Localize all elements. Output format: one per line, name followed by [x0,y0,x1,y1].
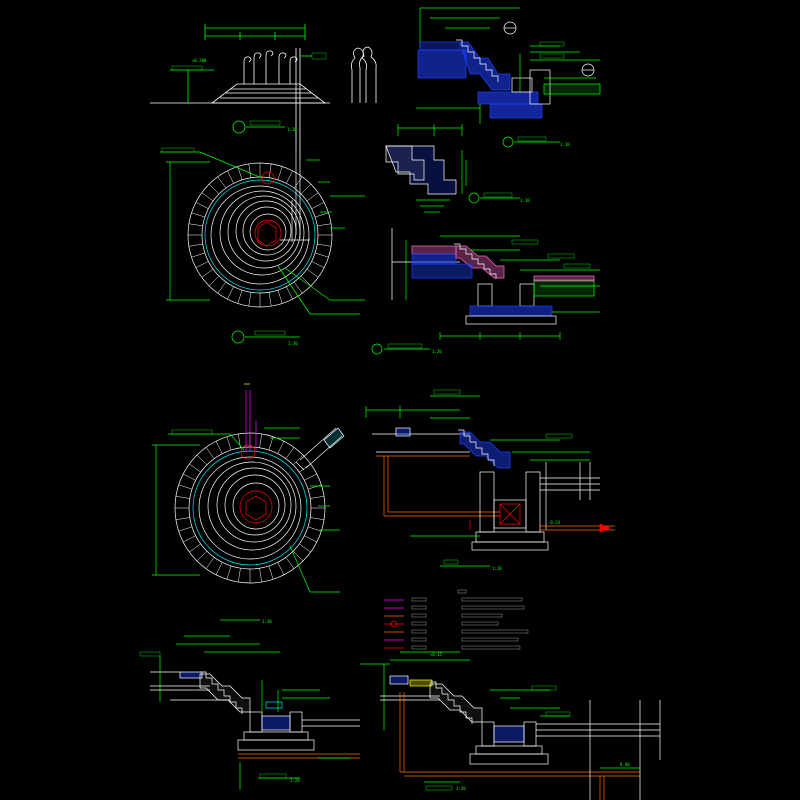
elevation-label: +0.15 [430,652,443,657]
coping-joint-line [311,261,325,268]
fountain-plan-piping [152,383,345,621]
elevation-label: 0.00 [620,762,630,767]
pipe-legend [384,589,529,650]
coping-joint-line [268,565,274,580]
coping-joint-line [277,290,283,304]
coping-joint-line [227,170,234,184]
coping-joint-line [306,268,319,278]
coping-joint-line [208,275,220,287]
elevation-label: -0.24 [548,520,561,525]
fountain-plan-top [160,147,365,344]
coping-joint-line [227,286,234,300]
coping-joint-line [201,192,214,202]
coping-joint-line [268,292,272,307]
coping-joint-line [248,163,252,178]
coping-joint-line [178,526,193,532]
coping-joint-line [189,463,201,473]
coping-joint-line [307,526,322,532]
coping-joint-line [292,454,304,466]
coping-joint-line [300,275,312,287]
coping-joint-line [201,268,214,278]
coping-joint-line [311,202,325,209]
coping-joint-line [317,243,332,247]
coping-joint-line [188,243,203,247]
coping-joint-line [259,568,262,583]
piping-section-7 [365,389,615,567]
scale-label: 1:20 [432,349,442,354]
scale-label: 1:10 [520,198,530,203]
section-detail-5 [371,228,600,355]
stone-profile-detail [385,124,560,213]
coping-joint-line [259,433,262,448]
coping-joint-line [191,252,205,258]
scale-label: 1:20 [492,566,502,571]
coping-joint-line [217,281,227,294]
coping-joint-line [293,281,303,294]
section-detail-9 [360,651,661,800]
coping-joint-line [188,223,203,227]
coping-joint-line [317,223,332,227]
coping-joint-line [196,454,208,466]
coping-joint-line [268,436,274,451]
coping-joint-line [208,183,220,195]
coping-joint-line [226,565,232,580]
coping-joint-line [315,252,329,258]
coping-joint-line [175,517,190,520]
coping-joint-line [215,441,223,454]
coping-joint-line [215,562,223,575]
coping-joint-line [286,170,293,184]
coping-joint-line [304,535,317,543]
coping-joint-line [293,176,303,189]
coping-joint-line [183,535,196,543]
scale-label: 1:10 [560,142,570,147]
coping-joint-line [292,550,304,562]
scale-label: 1:30 [288,341,298,346]
coping-joint-line [300,183,312,195]
coping-joint-line [277,562,285,575]
coping-joint-line [237,166,243,180]
coping-joint-line [178,484,193,490]
scale-label: 1:20 [290,778,300,783]
coping-joint-line [285,447,295,459]
coping-joint-line [277,166,283,180]
section-detail-8 [139,635,360,790]
coping-joint-line [299,543,311,553]
coping-joint-line [189,543,201,553]
coping-joint-line [196,550,208,562]
coping-joint-line [285,557,295,569]
coping-joint-line [205,557,215,569]
coping-joint-line [310,517,325,520]
coping-joint-line [205,447,215,459]
coping-joint-line [191,212,205,218]
scale-label: 1:30 [262,619,272,624]
coping-joint-line [277,441,285,454]
coping-joint-line [175,496,190,499]
coping-joint-line [306,192,319,202]
coping-joint-line [195,202,209,209]
coping-joint-line [183,473,196,481]
coping-joint-line [237,290,243,304]
coping-joint-line [304,473,317,481]
coping-joint-line [307,484,322,490]
coping-joint-line [226,436,232,451]
coping-joint-line [248,292,252,307]
coping-joint-line [315,212,329,218]
fountain-elevation [150,24,377,160]
section-detail-2 [416,7,601,124]
coping-joint-line [195,261,209,268]
elevation-label: +0.200 [192,58,207,63]
coping-joint-line [310,496,325,499]
coping-joint-line [217,176,227,189]
coping-joint-line [286,286,293,300]
scale-label: 1:20 [456,786,466,791]
coping-joint-line [268,163,272,178]
coping-joint-line [238,568,241,583]
scale-label: 1:20 [287,127,297,132]
